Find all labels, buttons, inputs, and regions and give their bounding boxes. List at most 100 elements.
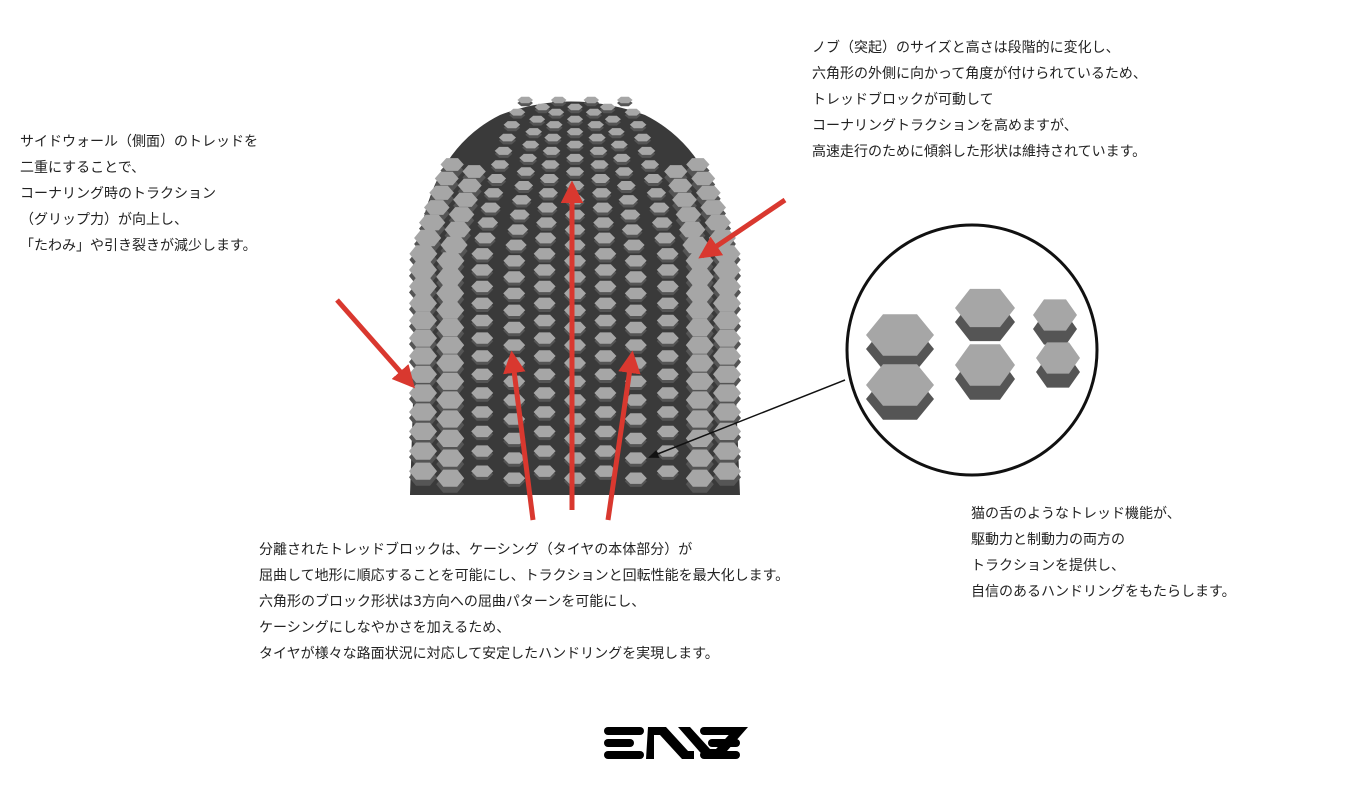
tread-knob (566, 140, 584, 149)
tread-knob (453, 192, 478, 207)
tread-knob (594, 406, 617, 418)
tread-knob (533, 406, 556, 418)
text-line: サイドウォール（側面）のトレッドを (20, 134, 258, 150)
tread-knob (533, 350, 556, 362)
tread-knob (471, 350, 494, 362)
tread-knob (471, 387, 494, 399)
tread-knob (490, 160, 510, 169)
tread-knob (700, 200, 726, 215)
tread-knob (462, 165, 486, 178)
tread-knob (594, 387, 617, 399)
tread-knob (567, 103, 583, 111)
tread-knob (522, 140, 540, 149)
tread-knob (544, 133, 562, 142)
tread-knob (629, 121, 647, 129)
tread-knob (594, 332, 617, 344)
tread-knob (685, 268, 714, 286)
arrow-detail (648, 379, 846, 458)
tread-knob (533, 248, 556, 260)
tread-knob (533, 297, 556, 309)
callout-knobs: ノブ（突起）のサイズと高さは段階的に変化し、 六角形の外側に向かって角度が付けら… (812, 35, 1147, 165)
tread-knob (704, 214, 731, 231)
tread-knob (624, 413, 647, 425)
tread-knob (866, 314, 934, 356)
tread-knob (436, 391, 465, 409)
tread-knob (713, 294, 741, 312)
tread-knob (651, 217, 673, 228)
tread-knob (624, 339, 647, 351)
tread-knob (409, 365, 437, 383)
tread-knob (624, 304, 647, 316)
tread-knob (594, 350, 617, 362)
tread-knob (593, 232, 616, 244)
tread-knob (713, 347, 741, 365)
tread-knob (440, 158, 464, 171)
arrow-knobs (698, 197, 787, 259)
tread-knob (593, 217, 614, 228)
tread-knob (409, 311, 437, 330)
tread-knob (656, 387, 679, 399)
tread-knob (498, 133, 516, 142)
tread-knob (866, 364, 934, 406)
tread-knob (477, 217, 499, 228)
tread-knob (592, 202, 613, 213)
tread-knob (713, 403, 741, 421)
tread-knob (617, 96, 633, 104)
tread-knob (503, 321, 526, 334)
tread-knob (713, 462, 741, 480)
tread-knob (685, 410, 714, 428)
tread-knob (525, 128, 542, 136)
tread-knob (588, 133, 606, 142)
tread-knob (624, 472, 647, 484)
tread-knob (533, 425, 556, 438)
tread-knob (533, 445, 556, 457)
tread-knob (624, 287, 647, 300)
tread-knob (436, 429, 465, 447)
tread-knob (471, 406, 494, 418)
tire-illustration (409, 96, 741, 495)
tread-knob (685, 391, 714, 409)
text-line: （グリップ力）が向上し、 (20, 212, 188, 228)
text-line: タイヤが様々な路面状況に対応して安定したハンドリングを実現します。 (259, 646, 719, 662)
tread-knob (409, 261, 437, 279)
tread-knob (533, 280, 556, 293)
tread-knob (634, 133, 652, 142)
tread-knob (533, 368, 556, 380)
tread-knob (685, 469, 714, 487)
tread-knob (409, 329, 437, 347)
tread-knob (414, 229, 442, 247)
tread-knob (599, 103, 616, 111)
tread-knob (514, 181, 534, 190)
tread-knob (503, 271, 526, 283)
tread-knob (613, 153, 631, 162)
tread-knob (409, 347, 437, 365)
tread-knob (654, 232, 676, 244)
text-line: ノブ（突起）のサイズと高さは段階的に変化し、 (812, 40, 1120, 56)
tread-knob (656, 332, 679, 344)
tread-knob (538, 188, 558, 198)
tread-knob (594, 368, 617, 380)
tread-knob (534, 232, 557, 244)
tread-knob (436, 410, 465, 428)
tread-knob (436, 336, 465, 354)
text-line: 六角形のブロック形状は3方向への屈曲パターンを可能にし、 (259, 594, 646, 610)
text-line: トラクションを提供し、 (971, 558, 1125, 574)
tread-knob (537, 202, 558, 213)
tread-knob (646, 188, 667, 198)
tread-knob (656, 406, 679, 418)
text-line: 二重にすることで、 (20, 160, 146, 176)
tread-knob (436, 469, 465, 487)
tread-knob (589, 146, 608, 155)
tread-knob (471, 297, 494, 309)
text-line: トレッドブロックが可動して (812, 92, 994, 108)
tread-knob (656, 297, 679, 309)
arrow-left-block (503, 350, 536, 521)
tread-knob (585, 108, 602, 116)
tread-knob (608, 128, 625, 136)
tread-knob (503, 452, 526, 464)
tread-knob (685, 284, 714, 302)
arrow-sidewall (335, 298, 415, 389)
tread-knob (656, 368, 679, 380)
tread-knob (624, 108, 641, 116)
tread-knob (471, 280, 494, 293)
